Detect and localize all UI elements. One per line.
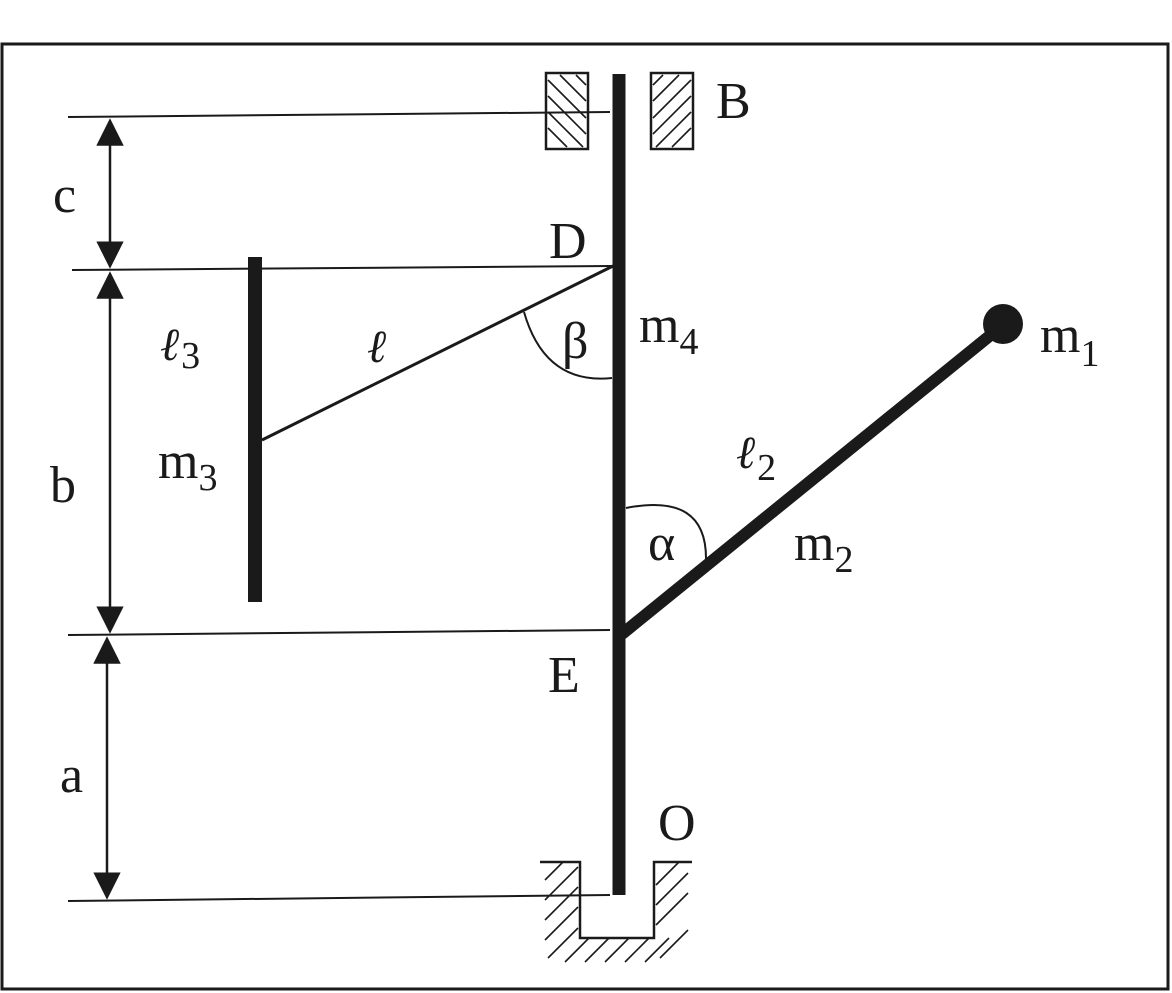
ref-line-d xyxy=(71,265,613,271)
bottom-bearing xyxy=(540,860,692,963)
rod-ell2 xyxy=(618,320,1007,639)
label-b: b xyxy=(50,457,76,514)
label-B: B xyxy=(716,73,751,130)
diagram-frame xyxy=(0,42,1170,991)
label-m3: m3 xyxy=(158,433,217,499)
beta-arc xyxy=(523,311,613,380)
label-a: a xyxy=(60,747,83,804)
label-ell: ℓ xyxy=(367,319,387,373)
point-mass-m1 xyxy=(983,304,1023,344)
label-ell2: ℓ2 xyxy=(736,425,776,489)
top-bearing xyxy=(544,71,695,151)
label-m2: m2 xyxy=(794,515,853,581)
link-ell xyxy=(261,264,614,442)
label-beta: β xyxy=(562,313,588,370)
alpha-arc xyxy=(625,504,708,561)
label-ell3: ℓ3 xyxy=(160,317,200,377)
ref-line-top xyxy=(67,111,611,118)
label-O: O xyxy=(658,795,696,852)
label-m4: m4 xyxy=(639,297,698,363)
ref-line-bottom xyxy=(67,894,611,902)
label-E: E xyxy=(548,647,580,704)
ref-line-e xyxy=(67,629,611,636)
label-alpha: α xyxy=(648,515,675,572)
label-c: c xyxy=(53,167,76,224)
label-m1: m1 xyxy=(1040,307,1099,375)
label-D: D xyxy=(549,213,587,270)
